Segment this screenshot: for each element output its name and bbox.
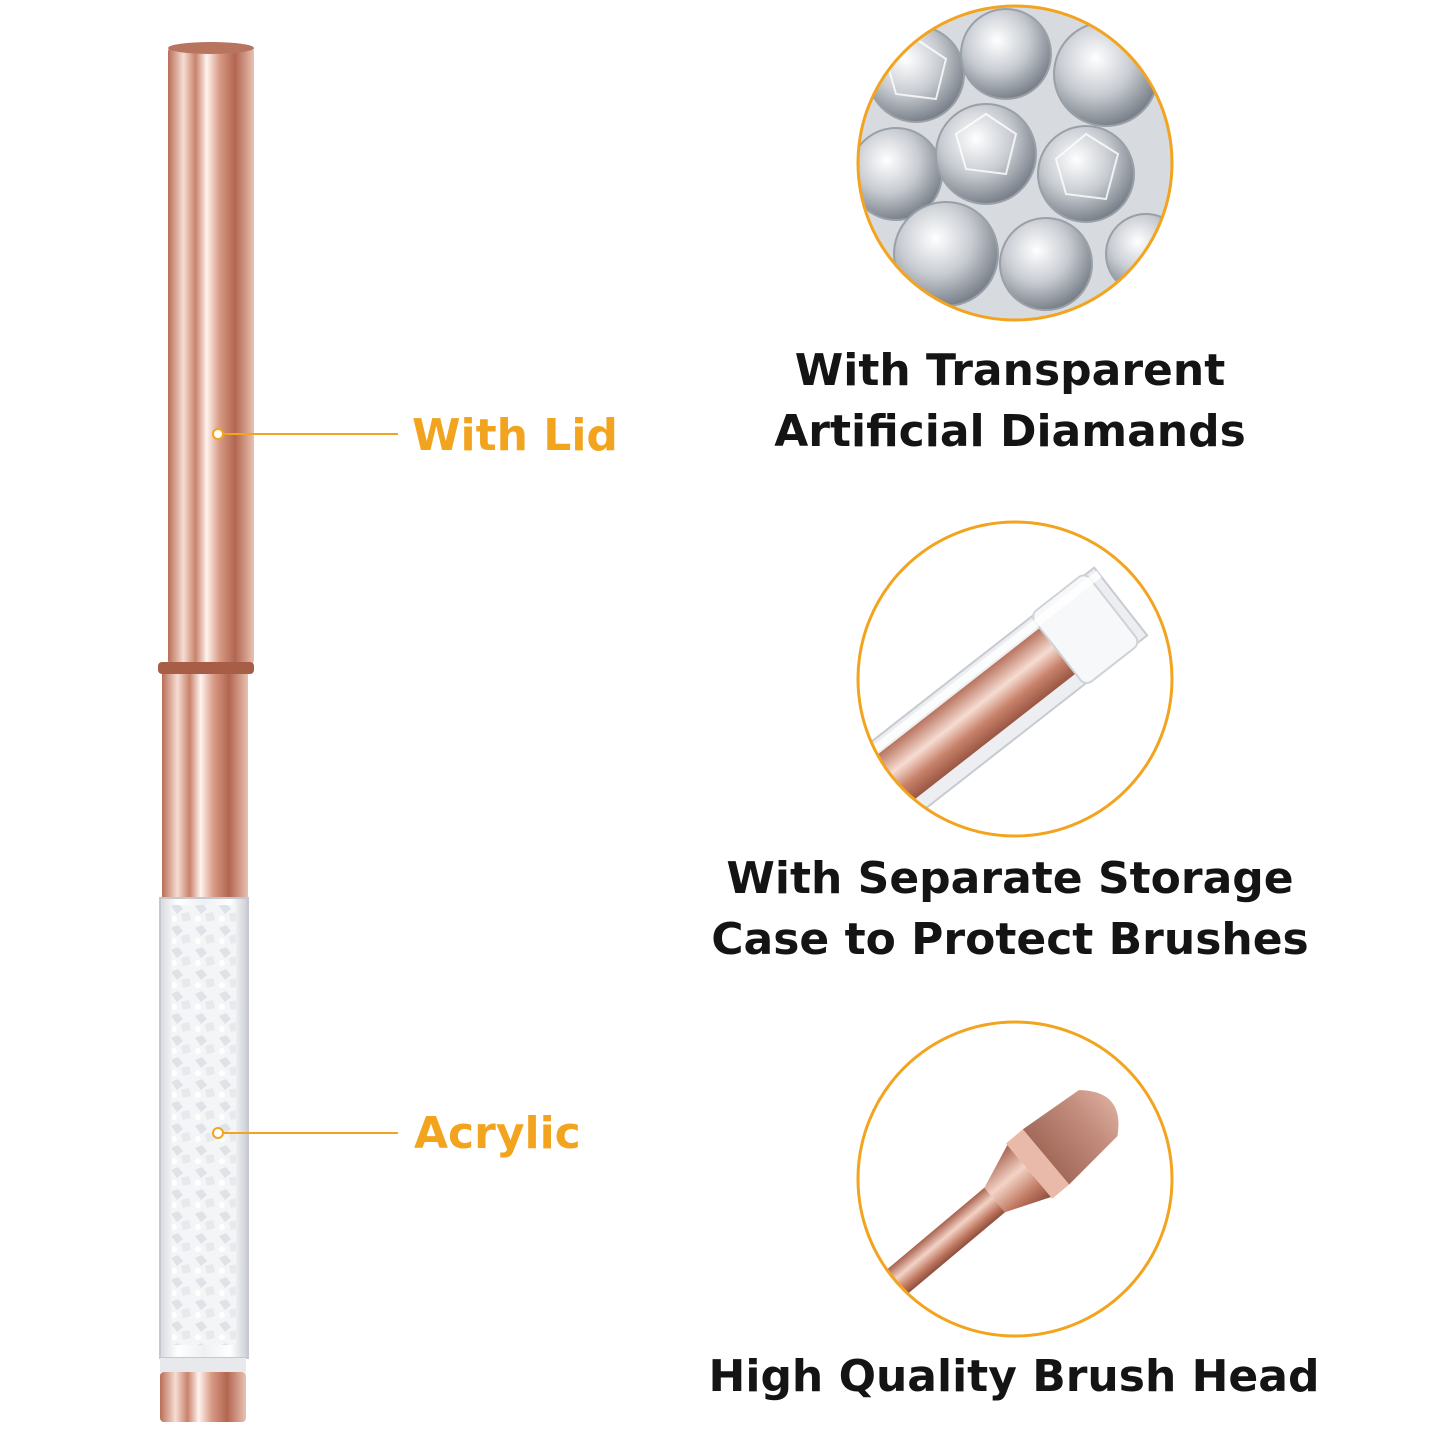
- diamonds-icon: [856, 4, 1174, 322]
- feature-caption-storage: With Separate Storage Case to Protect Br…: [700, 848, 1320, 970]
- feature-caption-brush-head: High Quality Brush Head: [694, 1346, 1334, 1407]
- storage-case-icon: [856, 520, 1174, 838]
- callout-with-lid: With Lid: [412, 410, 618, 461]
- feature-caption-diamonds: With Transparent Artificial Diamands: [700, 340, 1320, 462]
- feature-caption-line: Artificial Diamands: [774, 406, 1246, 457]
- feature-caption-line: Case to Protect Brushes: [711, 914, 1309, 965]
- feature-caption-line: With Separate Storage: [726, 853, 1294, 904]
- brush-head-icon: [856, 1020, 1174, 1338]
- feature-caption-line: With Transparent: [794, 345, 1226, 396]
- feature-caption-line: High Quality Brush Head: [708, 1351, 1320, 1402]
- callout-acrylic: Acrylic: [414, 1108, 581, 1159]
